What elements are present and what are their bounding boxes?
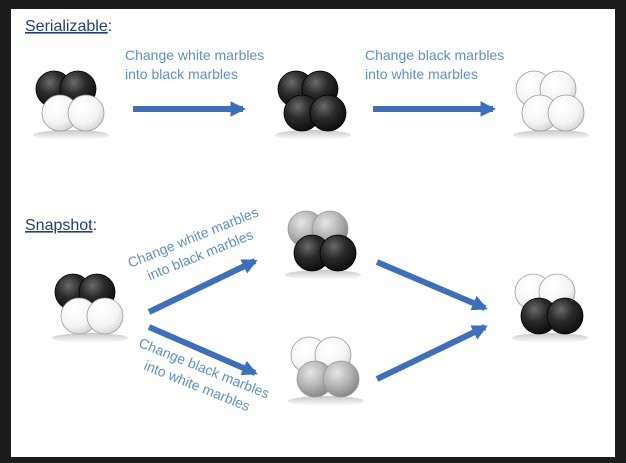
serializable-end-marbles <box>513 70 589 140</box>
marble-shadow <box>513 130 589 140</box>
black-marble <box>546 297 584 335</box>
serializable-step2-caption-line2: into white marbles <box>365 66 478 82</box>
snapshot-heading-label: Snapshot <box>25 217 93 234</box>
serializable-heading: Serializable: <box>25 18 112 35</box>
serializable-start-marbles <box>33 70 109 140</box>
marble-groups <box>33 70 589 406</box>
serializable-heading-colon: : <box>108 18 112 35</box>
marble-shadow <box>288 396 364 406</box>
snapshot-start-marbles <box>52 273 128 343</box>
snapshot-upper-arrow <box>147 258 258 315</box>
snapshot-heading-colon: : <box>93 217 97 234</box>
snapshot-merge-arrow-top <box>375 259 488 311</box>
marble-shadow <box>285 270 361 280</box>
serializable-step1-caption-line1: Change white marbles <box>125 47 264 63</box>
serializable-heading-label: Serializable <box>25 18 108 35</box>
snapshot-heading: Snapshot: <box>25 217 97 234</box>
diagram-panel: Serializable: Snapshot: Change white mar… <box>11 9 615 457</box>
white-marble <box>547 94 585 132</box>
white-marble <box>86 297 124 335</box>
black-marble <box>319 234 357 272</box>
serializable-middle-marbles <box>275 70 351 140</box>
gray-marble <box>322 360 360 398</box>
marble-shadow <box>33 130 109 140</box>
snapshot-upper-caption: Change white marbles into black marbles <box>125 204 260 284</box>
snapshot-lower-arrow <box>147 324 258 376</box>
serializable-step2-caption-line1: Change black marbles <box>365 47 504 63</box>
snapshot-upper-marbles <box>285 210 361 280</box>
marble-shadow <box>275 130 351 140</box>
serializable-step1-caption-line2: into black marbles <box>125 66 238 82</box>
marble-shadow <box>52 333 128 343</box>
marble-shadow <box>512 333 588 343</box>
snapshot-merge-arrow-bottom <box>375 324 488 382</box>
marble-transaction-diagram: Serializable: Snapshot: Change white mar… <box>25 18 589 414</box>
black-marble <box>309 94 347 132</box>
snapshot-end-marbles <box>512 273 588 343</box>
white-marble <box>67 94 105 132</box>
snapshot-lower-marbles <box>288 336 364 406</box>
